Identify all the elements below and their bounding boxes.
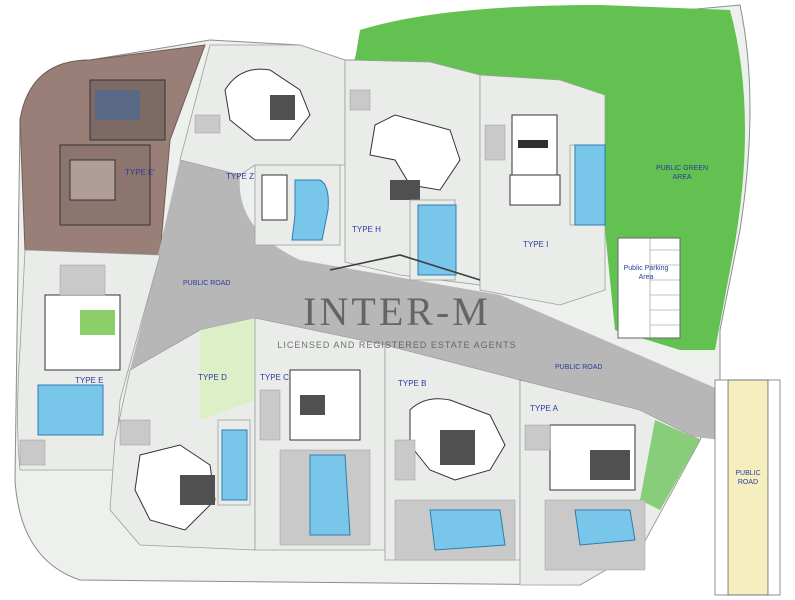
label-green-area-2: AREA	[672, 174, 691, 181]
label-green-area-1: PUBLIC GREEN	[656, 165, 708, 172]
type-a-plot	[519, 379, 701, 586]
label-parking-2: Area	[639, 274, 654, 281]
type-c-plot	[254, 317, 386, 551]
type-z-plot	[179, 44, 346, 246]
label-type-i: TYPE I	[523, 240, 548, 249]
type-i-plot	[479, 74, 606, 306]
label-type-h: TYPE H	[352, 225, 381, 234]
type-d-plot	[109, 317, 256, 551]
road-horizontal	[130, 160, 720, 440]
parking-area	[617, 237, 681, 339]
type-e-plot	[17, 249, 161, 471]
watermark-tagline: LICENSED AND REGISTERED ESTATE AGENTS	[277, 340, 516, 350]
label-type-b: TYPE B	[398, 379, 426, 388]
type-b-plot	[384, 344, 521, 561]
label-public-road-2: PUBLIC ROAD	[555, 364, 602, 371]
road-edge-right	[767, 379, 781, 596]
label-public-road-3a: PUBLIC	[735, 470, 760, 477]
label-type-e: TYPE E	[75, 376, 103, 385]
label-public-road-3b: ROAD	[738, 479, 758, 486]
label-type-a: TYPE A	[530, 404, 559, 413]
road-edge	[714, 379, 729, 596]
label-public-road-1: PUBLIC ROAD	[183, 280, 230, 287]
label-parking-1: Public Parking	[624, 265, 669, 272]
type-h-plot	[344, 59, 481, 286]
public-road-strip	[727, 379, 769, 596]
watermark-brand: INTER-M	[303, 289, 491, 334]
label-type-e-prime: TYPE E'	[125, 168, 155, 177]
parking-bays	[649, 238, 680, 338]
label-type-z: TYPE Z	[226, 172, 254, 181]
type-e-prime-house	[59, 79, 166, 226]
roof-outline	[329, 254, 481, 281]
label-type-c: TYPE C	[260, 373, 289, 382]
label-type-d: TYPE D	[198, 373, 227, 382]
